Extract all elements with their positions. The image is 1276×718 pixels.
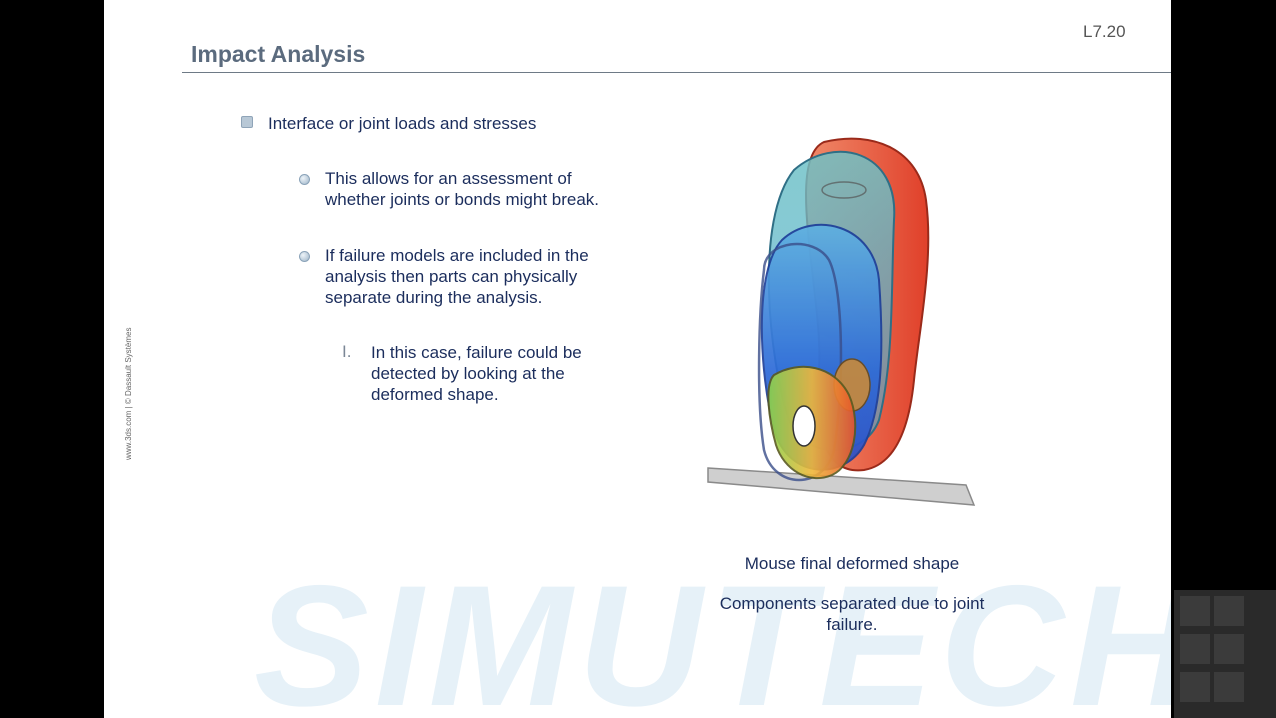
sub-bullet-2-line-3: separate during the analysis. xyxy=(325,288,543,307)
roman-item-line-1: In this case, failure could be xyxy=(371,343,582,362)
video-overlay-box xyxy=(1174,590,1276,718)
copyright-side-label: www.3ds.com | © Dassault Systèmes xyxy=(124,327,133,460)
roman-item-line-2: detected by looking at the xyxy=(371,364,565,383)
title-divider xyxy=(182,72,1171,73)
sub-bullet-1-line-1: This allows for an assessment of xyxy=(325,169,572,188)
sub-bullet-2-line-2: analysis then parts can physically xyxy=(325,267,578,286)
watermark-text: SIMUTECH xyxy=(254,550,1171,718)
roman-item-line-3: deformed shape. xyxy=(371,385,499,404)
bullet-level1: Interface or joint loads and stresses xyxy=(268,114,537,133)
sub-bullet-1-line-2: whether joints or bonds might break. xyxy=(325,190,600,209)
figure-note-line-1: Components separated due to joint xyxy=(719,594,985,613)
slide-title: Impact Analysis xyxy=(191,41,366,67)
round-bullet-icon xyxy=(299,251,310,262)
square-bullet-icon xyxy=(241,116,253,128)
deformed-mouse-image xyxy=(707,137,976,506)
figure-caption: Mouse final deformed shape xyxy=(744,554,960,573)
slide: SIMUTECH www.3ds.com | © Dassault Systèm… xyxy=(104,0,1171,718)
roman-numeral-marker: I. xyxy=(342,342,352,361)
figure-note-line-2: failure. xyxy=(826,615,878,634)
round-bullet-icon xyxy=(299,174,310,185)
slide-number: L7.20 xyxy=(1083,22,1126,41)
sub-bullet-2-line-1: If failure models are included in the xyxy=(325,246,589,265)
